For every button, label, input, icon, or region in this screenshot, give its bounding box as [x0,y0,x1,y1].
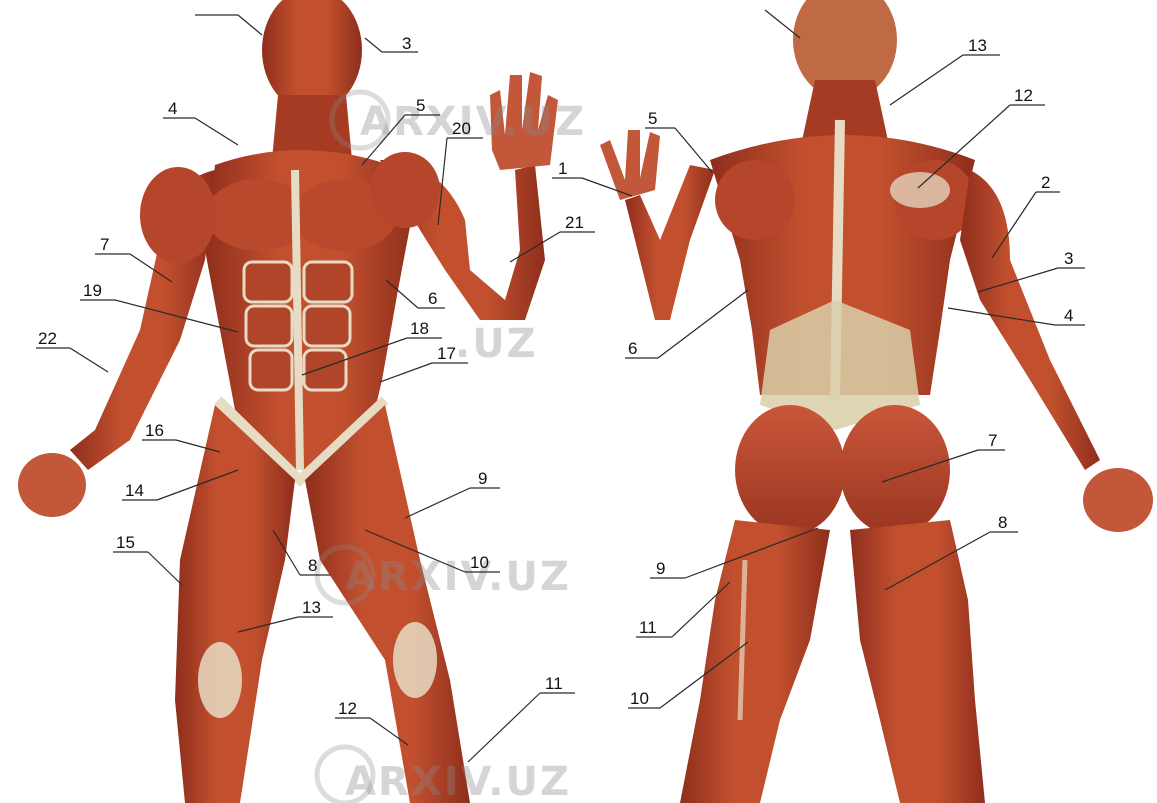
back-right-fist [1083,468,1153,532]
back-label-5-text: 5 [648,109,657,128]
front-label-22: 22 [36,329,108,372]
front-left-deltoid [140,167,216,263]
back-label-11-text: 11 [639,618,657,637]
back-label-13: 13 [890,36,1000,105]
front-right-knee [393,622,437,698]
back-label-10-text: 10 [630,689,649,708]
front-label-21-text: 21 [565,213,584,232]
watermark-text-4: ARXIV.UZ [345,759,571,803]
front-left-fist [18,453,86,517]
back-left-leg [680,520,830,803]
front-label-7-text: 7 [100,235,109,254]
back-left-glute [735,405,845,535]
front-linea-alba [295,170,300,470]
back-label-6: 6 [625,290,748,358]
back-label-3-text: 3 [1064,249,1073,268]
front-label-10-text: 10 [470,553,489,572]
front-left-leg [175,405,295,803]
front-label-6-text: 6 [428,289,437,308]
front-label-11-text: 11 [545,674,563,693]
back-label-12-text: 12 [1014,86,1033,105]
back-label-7-text: 7 [988,431,997,450]
front-label-15-text: 15 [116,533,135,552]
front-label-19-text: 19 [83,281,102,300]
front-label-3: 3 [365,34,418,53]
back-scapula-tendon [890,172,950,208]
front-label-18-text: 18 [410,319,429,338]
front-label-11: 11 [468,674,575,762]
front-right-deltoid [370,152,440,228]
front-label-17: 17 [380,344,468,382]
front-label-3-text: 3 [402,34,411,53]
front-left-knee [198,642,242,718]
back-label-6-text: 6 [628,339,637,358]
front-label-9: 9 [405,469,500,518]
front-label-15: 15 [113,533,182,585]
front-label-14-text: 14 [125,481,144,500]
front-label-17-text: 17 [437,344,456,363]
front-label-13-text: 13 [302,598,321,617]
back-label-1-text: 1 [558,159,567,178]
back-label-4-text: 4 [1064,306,1073,325]
back-left-hand [600,130,660,200]
front-right-leg [305,405,470,803]
watermark-text-2: .UZ [455,321,538,367]
front-label-8-text: 8 [308,556,317,575]
front-label-12-text: 12 [338,699,357,718]
watermark-text-3: ARXIV.UZ [345,554,571,600]
back-right-arm [960,170,1100,470]
back-left-deltoid [715,160,795,240]
back-right-glute [840,405,950,535]
back-label-9-text: 9 [656,559,665,578]
back-label-2-text: 2 [1041,173,1050,192]
front-label-20-text: 20 [452,119,471,138]
front-label-9-text: 9 [478,469,487,488]
front-label-5-text: 5 [416,96,425,115]
back-figure [600,0,1153,803]
front-label-4-text: 4 [168,99,177,118]
back-right-leg [850,520,985,803]
front-label-16-text: 16 [145,421,164,440]
front-label-4: 4 [163,99,238,145]
back-label-8-text: 8 [998,513,1007,532]
front-label-22-text: 22 [38,329,57,348]
back-label-13-text: 13 [968,36,987,55]
